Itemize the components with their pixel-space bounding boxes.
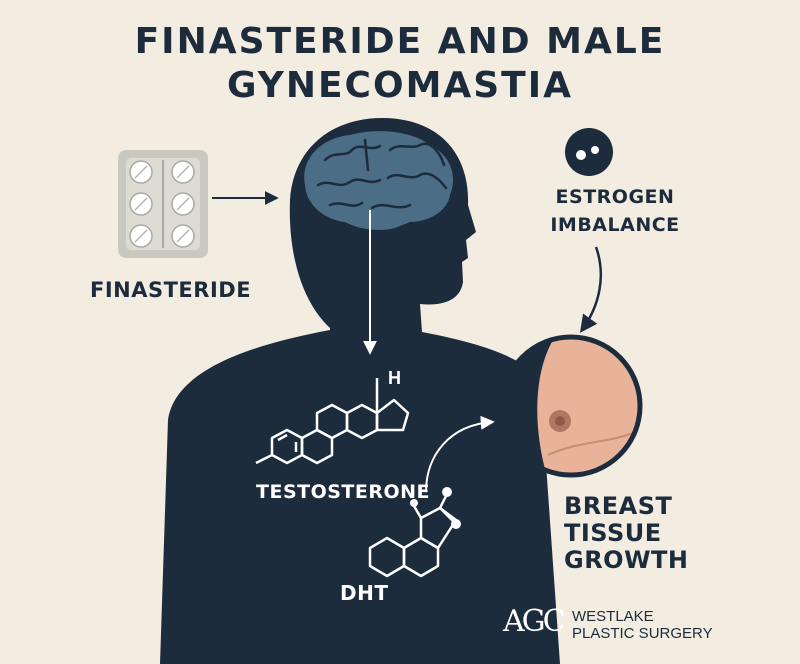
dht-to-breast-arrow [425,415,495,493]
estrogen-to-breast-arrow [579,246,603,333]
estrogen-icon [565,128,613,176]
title-line-2: GYNECOMASTIA [227,65,573,106]
testosterone-molecule-icon [255,378,410,465]
h-atom-label: H [388,368,401,388]
pill-pack-icon [118,150,208,258]
agc-logo: AGC [503,604,566,639]
breast-tissue-growth-label: BREAST TISSUE GROWTH [564,493,689,574]
estrogen-imbalance-label: ESTROGEN IMBALANCE [520,183,710,239]
testosterone-label: TESTOSTERONE [256,481,431,503]
breast-line-3: GROWTH [564,546,689,574]
breast-line-1: BREAST [564,492,673,520]
dht-molecule-icon [368,487,461,578]
brain-icon [304,131,454,230]
human-silhouette [160,118,560,664]
estrogen-line-1: ESTROGEN [555,186,675,208]
clinic-name-line-2: PLASTIC SURGERY [572,625,713,642]
finasteride-label: FINASTERIDE [90,278,252,302]
clinic-name-line-1: WESTLAKE [572,608,654,625]
breast-icon [499,334,643,478]
estrogen-line-2: IMBALANCE [550,214,680,236]
breast-line-2: TISSUE [564,519,662,547]
title-line-1: FINASTERIDE AND MALE [134,21,666,62]
clinic-name: WESTLAKE PLASTIC SURGERY [572,608,713,642]
dht-label: DHT [340,581,389,605]
page-title: FINASTERIDE AND MALE GYNECOMASTIA [0,20,800,108]
